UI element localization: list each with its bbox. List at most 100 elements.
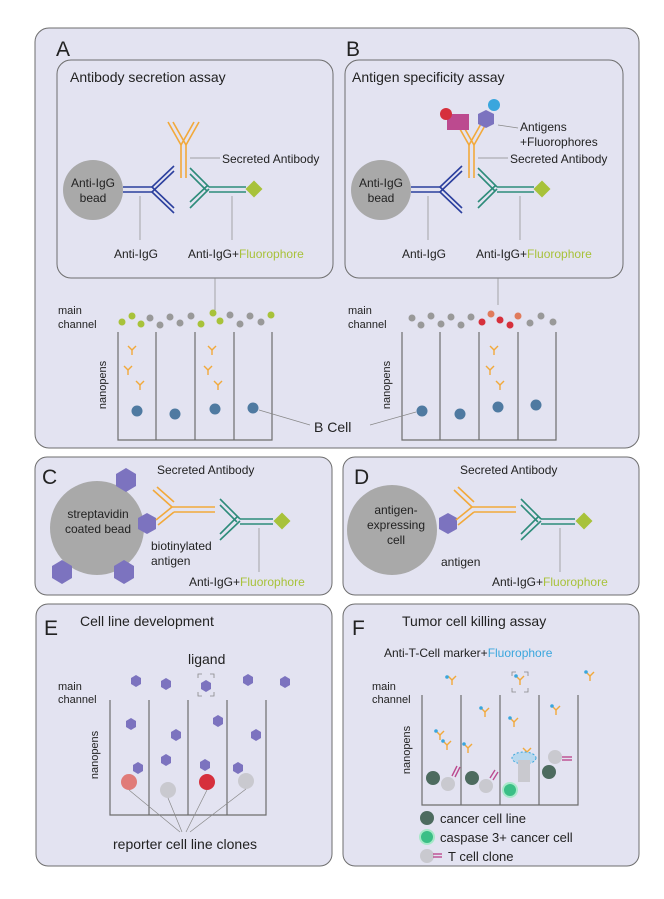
panel-f-main-channel-line1: main xyxy=(372,681,396,693)
panel-f-letter: F xyxy=(352,617,365,640)
panel-f-fluorophore-dots xyxy=(434,670,588,746)
panel-b-b-cells xyxy=(416,399,542,420)
panel-b-nanopens-label: nanopens xyxy=(381,360,393,409)
panel-f-legend-tcell: T cell clone xyxy=(448,849,514,864)
panel-c-detection-antibody-icon xyxy=(219,498,273,541)
panel-d-detect-label: Anti-IgG+Fluorophore xyxy=(492,575,608,589)
panel-b-inset xyxy=(344,59,624,279)
panel-f-legend-caspase: caspase 3+ cancer cell xyxy=(440,830,573,845)
fluorophore-diamond-b-icon xyxy=(533,180,551,198)
panel-b-main-channel-line2: channel xyxy=(348,319,387,331)
antigen-expressing-cell-icon xyxy=(347,485,437,575)
panel-d-cell-line3: cell xyxy=(387,533,405,547)
panel-e-reporter-cells xyxy=(121,773,254,798)
anti-igg-antibody-icon xyxy=(123,165,175,214)
panel-f-nanopens-label: nanopens xyxy=(401,725,413,774)
panel-d-cell-line2: expressing xyxy=(367,518,425,532)
panel-c-antigen-line2: antigen xyxy=(151,554,190,568)
legend-t-cell-icon xyxy=(420,849,434,863)
panel-a-bead-line2: bead xyxy=(80,191,107,205)
panel-f-title: Tumor cell killing assay xyxy=(402,613,546,629)
panel-a-detect-label: Anti-IgG+Fluorophore xyxy=(188,247,304,261)
panel-a-main-channel-line2: channel xyxy=(58,319,97,331)
panel-b-main-channel-line1: main xyxy=(348,305,372,317)
panel-a-letter: A xyxy=(56,38,70,61)
panel-b-channel-dots xyxy=(408,310,557,329)
panel-b-letter: B xyxy=(346,38,360,61)
panel-b-title: Antigen specificity assay xyxy=(352,69,505,85)
panel-c-hexagons xyxy=(52,468,156,584)
panel-c-antigen-line1: biotinylated xyxy=(151,539,212,553)
detection-antibody-b-icon xyxy=(477,167,534,209)
panel-a-secreted-label: Secreted Antibody xyxy=(222,152,319,166)
panel-e-clone-leaders xyxy=(128,788,247,833)
anti-igg-bead-icon xyxy=(63,160,123,220)
panel-a-channel-dots xyxy=(118,309,275,329)
anti-igg-bead-b-icon xyxy=(351,160,411,220)
panel-d-fluorophore-icon xyxy=(575,512,593,530)
legend-cancer-cell-icon xyxy=(420,811,434,825)
panel-f-marker-label: Anti-T-Cell marker+Fluorophore xyxy=(384,646,553,660)
panel-b-detect-label: Anti-IgG+Fluorophore xyxy=(476,247,592,261)
fluorophore-diamond-icon xyxy=(245,180,263,198)
fluorophore-red-icon xyxy=(440,108,452,120)
panel-b-antigens-line1: Antigens xyxy=(520,120,567,134)
detection-antibody-icon xyxy=(189,167,246,209)
panel-c-bead-line1: streptavidin xyxy=(67,507,128,521)
panel-f-marker-bracket xyxy=(511,671,529,693)
panel-e-letter: E xyxy=(44,617,58,640)
panel-e-ligands xyxy=(126,674,290,774)
anti-igg-antibody-b-icon xyxy=(411,165,463,214)
panel-a-nanopens xyxy=(117,332,273,441)
panel-d-antibody-icon xyxy=(453,486,516,526)
panel-a-title: Antibody secretion assay xyxy=(70,69,226,85)
panel-c-antibody-icon xyxy=(152,486,215,526)
panel-b-secreted-label: Secreted Antibody xyxy=(510,152,607,166)
panel-e-clones-label: reporter cell line clones xyxy=(113,836,257,852)
panel-c-fluorophore-icon xyxy=(273,512,291,530)
panel-b-bead-line1: Anti-IgG xyxy=(359,176,403,190)
panel-b-antigens-line2: +Fluorophores xyxy=(520,135,598,149)
panel-a-anti-igg-label: Anti-IgG xyxy=(114,247,158,261)
panel-c-secreted-label: Secreted Antibody xyxy=(157,463,254,477)
panel-f-legend-cancer: cancer cell line xyxy=(440,811,526,826)
b-cell-label: B Cell xyxy=(314,419,351,435)
panel-e-ligand-label: ligand xyxy=(188,651,225,667)
panel-d-antigen-icon xyxy=(439,513,457,534)
panel-e-nanopens-label: nanopens xyxy=(89,730,101,779)
panel-d-secreted-label: Secreted Antibody xyxy=(460,463,557,477)
panel-b-anti-igg-label: Anti-IgG xyxy=(402,247,446,261)
panel-e-main-channel-line1: main xyxy=(58,681,82,693)
panel-a-inset xyxy=(56,59,334,279)
panel-e-frame xyxy=(35,603,333,867)
panel-a-main-channel-line1: main xyxy=(58,305,82,317)
panel-d-antigen-label: antigen xyxy=(441,555,480,569)
secreted-antibody-b-icon xyxy=(455,121,488,178)
panel-f-cells xyxy=(426,750,572,798)
secreted-antibody-icon xyxy=(167,121,200,178)
panel-c-letter: C xyxy=(42,466,57,489)
panel-f-main-channel-line2: channel xyxy=(372,694,411,706)
panel-e-nanopens xyxy=(109,700,267,816)
panel-a-b-cells xyxy=(131,402,259,420)
panel-c-bead-line2: coated bead xyxy=(65,522,131,536)
panel-e-title: Cell line development xyxy=(80,613,214,629)
panel-a-nanopens-label: nanopens xyxy=(97,360,109,409)
panel-d-letter: D xyxy=(354,466,369,489)
panel-d-cell-line1: antigen- xyxy=(374,503,417,517)
legend-caspase-cell-icon xyxy=(419,829,435,845)
antigen-square-icon xyxy=(447,114,469,130)
fluorophore-blue-icon xyxy=(488,99,500,111)
panel-a-bead-line1: Anti-IgG xyxy=(71,176,115,190)
panel-e-ligand-bracket xyxy=(197,673,215,697)
panel-f-frame xyxy=(342,603,640,867)
antigen-hexagon-icon xyxy=(478,110,494,128)
panel-b-nanopens xyxy=(401,332,557,441)
panel-c-detect-label: Anti-IgG+Fluorophore xyxy=(189,575,305,589)
panel-e-main-channel-line2: channel xyxy=(58,694,97,706)
b-cell-leaders xyxy=(258,409,417,426)
panel-d-detection-antibody-icon xyxy=(520,498,575,541)
panel-b-bead-line2: bead xyxy=(368,191,395,205)
panel-f-nanopens xyxy=(421,695,579,806)
